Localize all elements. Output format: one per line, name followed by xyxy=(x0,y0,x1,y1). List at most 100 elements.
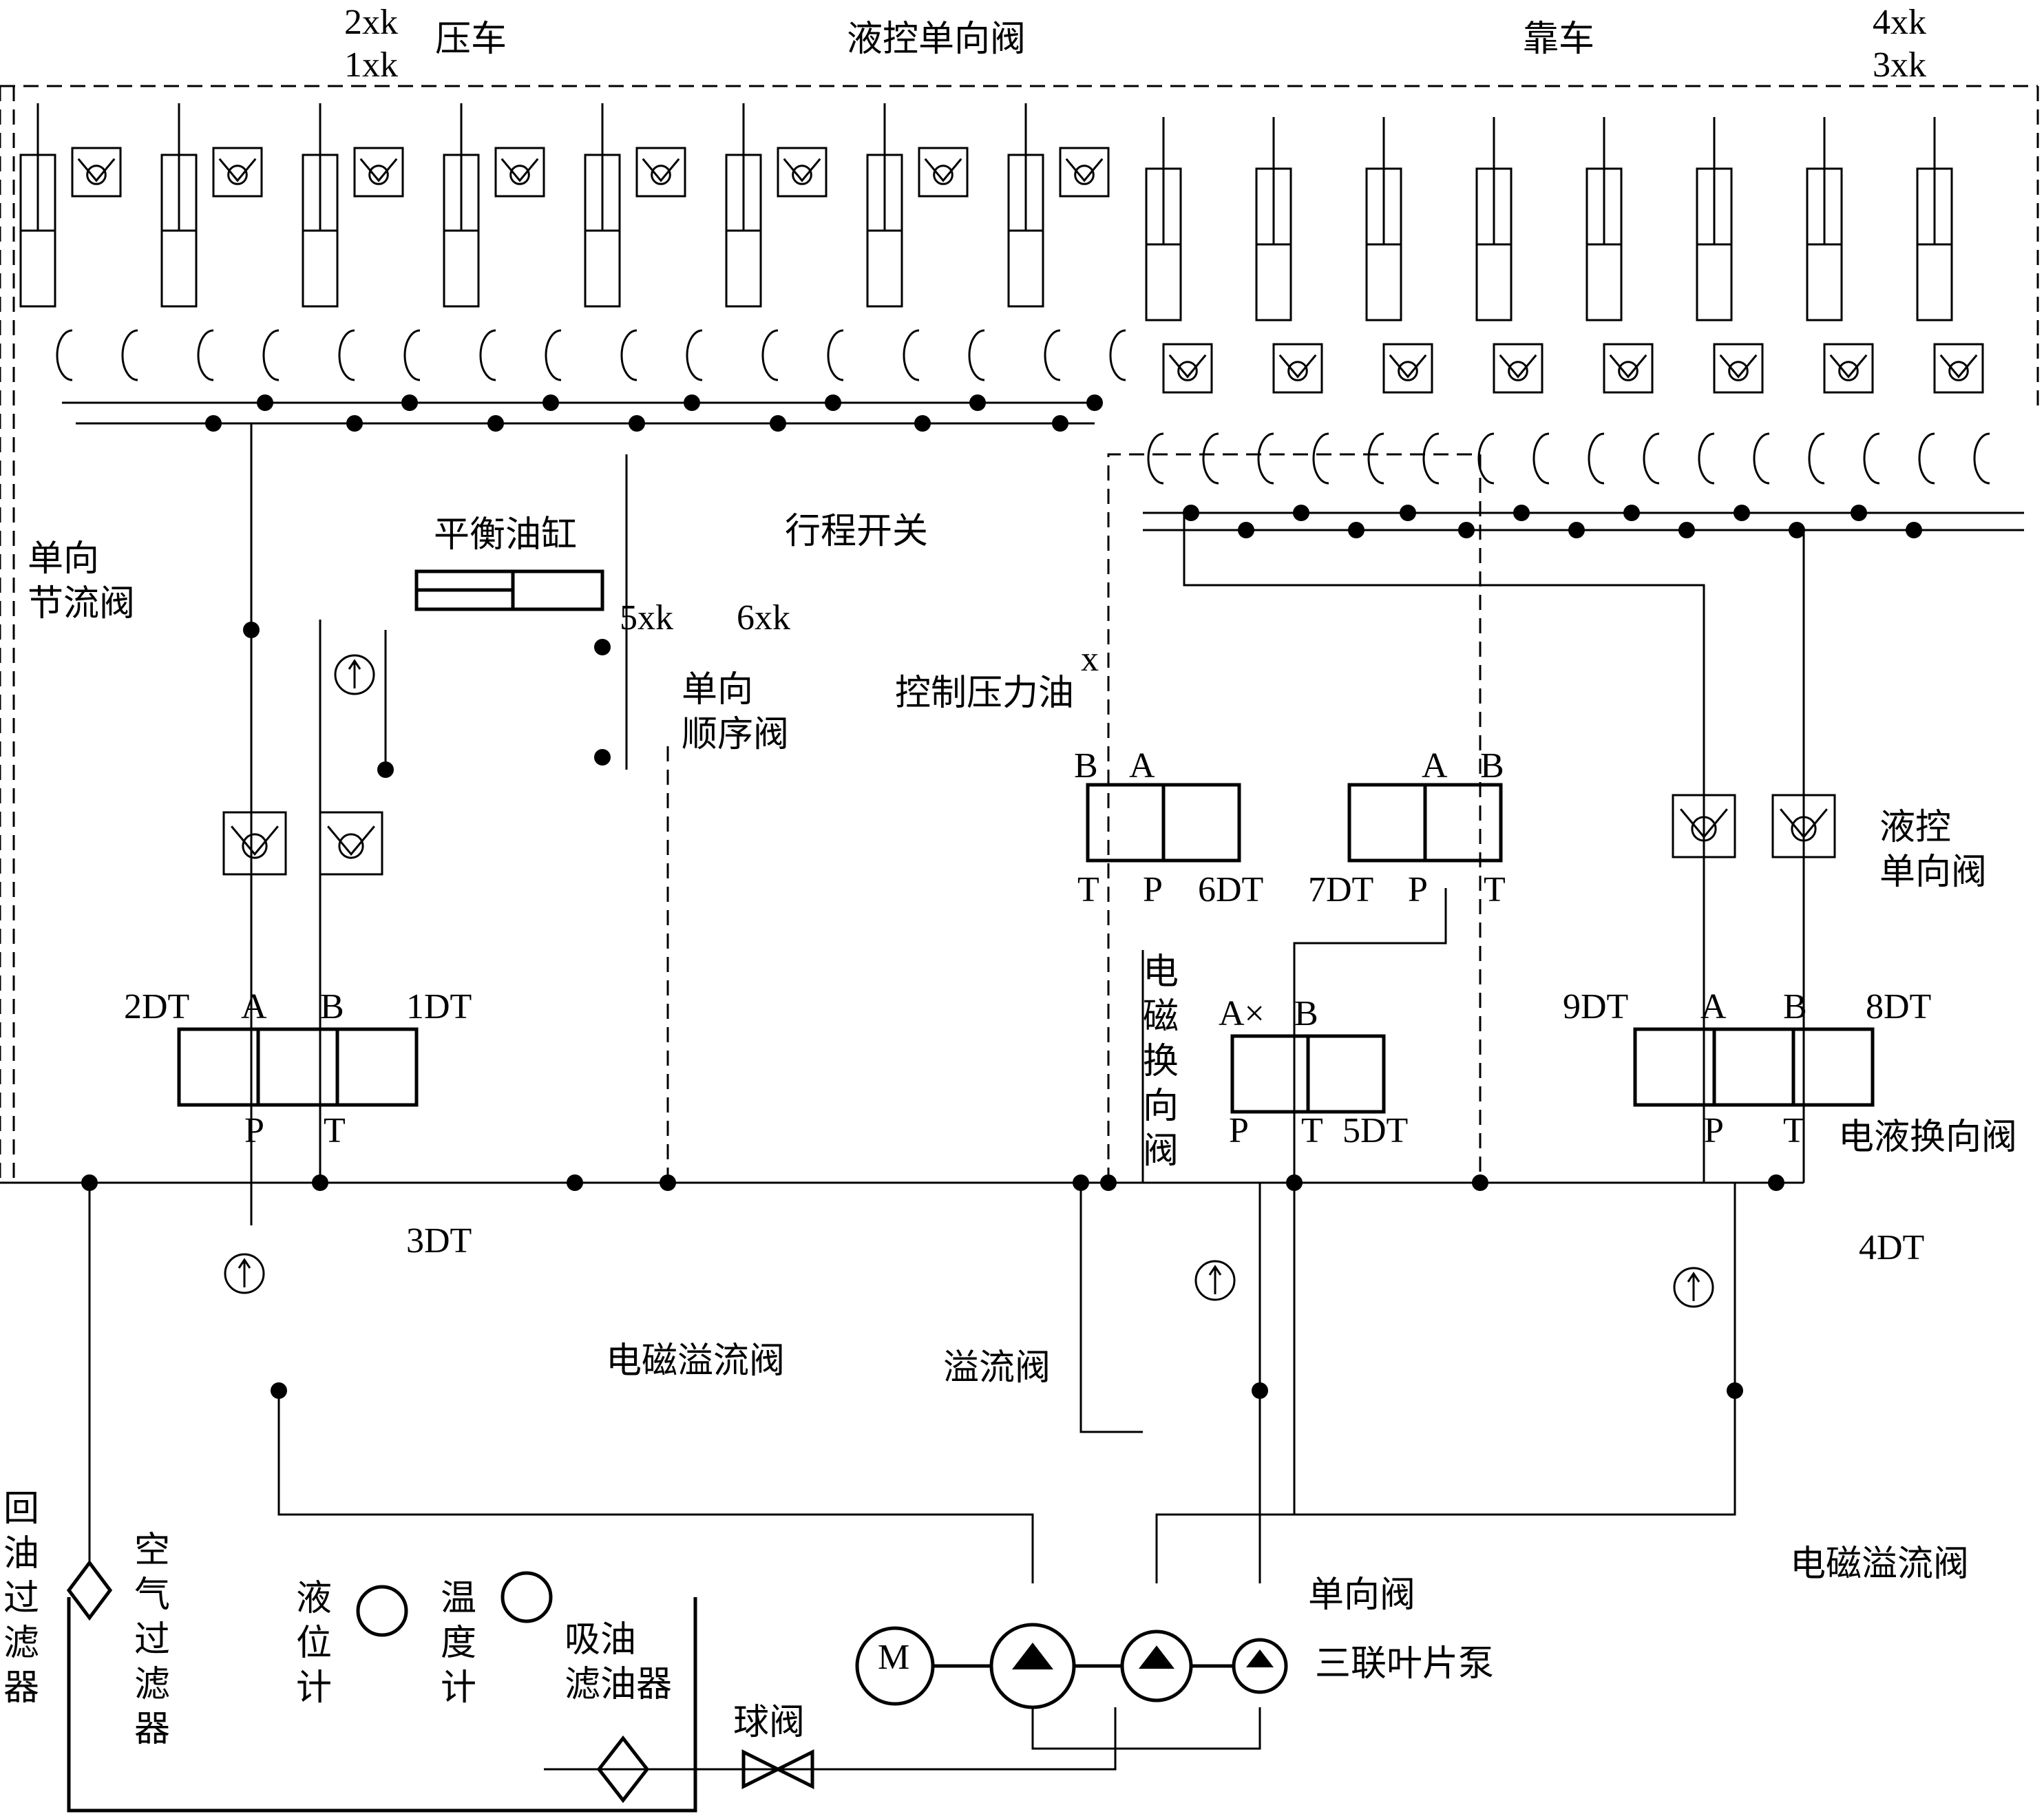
press-hose-right xyxy=(545,329,562,381)
press-hose-left xyxy=(479,329,496,381)
press-hose-right xyxy=(1109,329,1126,381)
dir-valve-1dt-2dt xyxy=(177,1027,419,1107)
press-cylinder xyxy=(19,103,138,381)
lean-pilot-check-box xyxy=(1823,343,1874,394)
junction-dot xyxy=(1851,505,1867,521)
port-B-6dt: B xyxy=(1074,746,1098,785)
press-cylinder-rod xyxy=(162,103,196,232)
lean-hose-right xyxy=(1643,432,1660,485)
junction-dot xyxy=(1727,1382,1743,1399)
label-elec-hyd-dir-valve: 电液换向阀 xyxy=(1838,1118,2018,1157)
pressure-gauge xyxy=(1194,1260,1236,1301)
lean-cylinder xyxy=(1145,117,1219,485)
port-T-left: T xyxy=(324,1111,346,1150)
lean-cylinder-rod xyxy=(1697,117,1731,246)
junction-dot xyxy=(1906,522,1922,538)
label-solenoid-dir-valve: 电 磁 换 向 阀 xyxy=(1143,953,1179,1171)
balance-cylinder-rod xyxy=(417,571,515,609)
pressure-gauge xyxy=(334,654,375,695)
lean-pilot-check-ball xyxy=(1508,361,1528,381)
gauge-needle xyxy=(1208,1265,1222,1294)
port-P-7dt: P xyxy=(1408,870,1428,909)
dir-valve-8dt-9dt xyxy=(1633,1027,1875,1107)
label-one-way-sequence: 单向 顺序阀 xyxy=(682,671,790,755)
label-solenoid-relief-left: 电磁溢流阀 xyxy=(606,1342,786,1381)
lean-hose-right xyxy=(1532,432,1550,485)
label-sw-2xk: 2xk xyxy=(344,3,398,42)
press-cylinder-rod xyxy=(303,103,337,232)
pressure-gauge xyxy=(1673,1267,1714,1308)
press-cylinder-rod xyxy=(585,103,620,232)
lean-pilot-check-box xyxy=(1162,343,1213,394)
press-pilot-check-ball xyxy=(933,165,953,185)
press-pilot-check-box xyxy=(494,147,545,198)
lean-pilot-check-ball xyxy=(1618,361,1639,381)
label-sw-3xk: 3xk xyxy=(1873,45,1926,85)
dir-valve-8dt-9dt-body xyxy=(1633,1027,1875,1107)
label-sw-5xk: 5xk xyxy=(620,598,673,637)
label-pilot-pressure-oil: 控制压力油 xyxy=(895,674,1075,713)
pump-triangle xyxy=(1246,1649,1274,1667)
press-hose-right xyxy=(968,329,985,381)
label-lean: 靠车 xyxy=(1523,20,1595,59)
left-pilot-check-b-box xyxy=(319,811,383,876)
lean-cylinder xyxy=(1916,117,1990,485)
press-cylinder xyxy=(584,103,703,381)
label-return-filter: 回 油 过 滤 器 xyxy=(3,1490,40,1708)
lean-hose-left xyxy=(1698,432,1715,485)
lean-hose-right xyxy=(1863,432,1880,485)
left-pilot-check-a-seat xyxy=(231,825,279,856)
port-A-left: A xyxy=(241,987,267,1026)
left-pilot-check-a-ball xyxy=(242,833,268,859)
label-dt9: 9DT xyxy=(1563,987,1629,1026)
lean-pilot-check-seat xyxy=(1829,354,1868,379)
dir-valve-5dt xyxy=(1230,1034,1386,1114)
press-pilot-check-box xyxy=(1059,147,1110,198)
right-pilot-check-b-ball xyxy=(1791,816,1817,842)
lean-pilot-check-box xyxy=(1603,343,1654,394)
lean-cylinder-rod xyxy=(1256,117,1291,246)
junction-dot xyxy=(1734,505,1750,521)
press-pilot-check-box xyxy=(635,147,686,198)
label-travel-switch: 行程开关 xyxy=(785,512,929,551)
junction-dot xyxy=(1293,505,1309,521)
press-cylinder-rod xyxy=(867,103,902,232)
junction-dot xyxy=(1348,522,1365,538)
lean-pilot-check-ball xyxy=(1838,361,1859,381)
label-dt1: 1DT xyxy=(406,987,472,1026)
right-pilot-check-b-box xyxy=(1771,794,1836,858)
lean-pilot-check-seat xyxy=(1939,354,1978,379)
label-sw-6xk: 6xk xyxy=(737,598,790,637)
lean-pilot-check-ball xyxy=(1948,361,1969,381)
junction-dot xyxy=(205,415,222,432)
dir-valve-1dt-2dt-body xyxy=(177,1027,419,1107)
junction-dot xyxy=(1086,394,1103,411)
press-cylinder xyxy=(725,103,844,381)
press-pilot-check-box xyxy=(353,147,404,198)
port-B-right: B xyxy=(1783,987,1807,1026)
press-cylinder xyxy=(1007,103,1126,381)
label-press: 压车 xyxy=(435,20,507,59)
lean-cylinder xyxy=(1585,117,1660,485)
press-cylinder-rod xyxy=(444,103,478,232)
press-pilot-check-ball xyxy=(227,165,248,185)
dir-valve-7dt xyxy=(1347,783,1503,863)
left-pilot-check-b-seat xyxy=(327,825,375,856)
press-cylinder xyxy=(443,103,562,381)
lean-pilot-check-ball xyxy=(1287,361,1308,381)
lean-hose-right xyxy=(1312,432,1329,485)
junction-dot xyxy=(969,394,986,411)
lean-pilot-check-box xyxy=(1272,343,1323,394)
press-cylinder xyxy=(160,103,280,381)
junction-dot xyxy=(271,1382,287,1399)
junction-dot xyxy=(567,1174,583,1191)
junction-dot xyxy=(594,749,611,766)
junction-dot xyxy=(1789,522,1805,538)
lean-cylinder xyxy=(1365,117,1440,485)
port-Ax-5dt: A× xyxy=(1219,994,1265,1033)
lean-pilot-check-box xyxy=(1493,343,1543,394)
lean-pilot-check-seat xyxy=(1719,354,1758,379)
port-P-left: P xyxy=(244,1111,264,1150)
press-hose-left xyxy=(197,329,214,381)
